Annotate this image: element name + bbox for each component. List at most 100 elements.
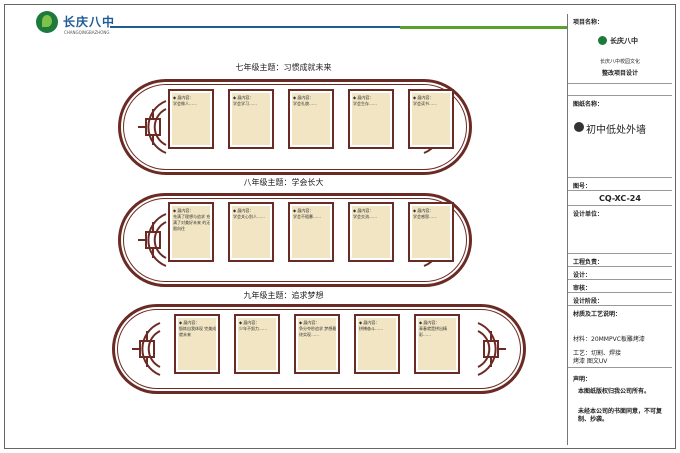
content-card: ◆ 展内容： 学会学习…… xyxy=(228,89,274,149)
card-label: ◆ 展内容： xyxy=(173,95,194,100)
board-outer-frame xyxy=(118,193,472,287)
design-cell: 设计： xyxy=(568,267,672,280)
card-label: ◆ 展内容： xyxy=(419,320,440,325)
header-rule-green xyxy=(400,26,567,29)
header-rule-blue xyxy=(110,26,430,28)
board-inner-frame xyxy=(123,198,467,282)
card-text: 锻炼自我体现 完美成就未来 xyxy=(179,326,217,337)
board-outer-frame xyxy=(112,304,526,394)
card-label: ◆ 展内容： xyxy=(353,95,374,100)
card-text: 学会不粗暴…… xyxy=(293,214,321,219)
section-title: 九年级主题：追求梦想 xyxy=(243,291,324,300)
statement-text-2: 未经本公司的书面同意，不可复制、抄袭。 xyxy=(578,408,663,423)
content-card: ◆ 展内容： 锻炼自我体现 完美成就未来 xyxy=(174,314,220,374)
card-label: ◆ 展内容： xyxy=(413,208,434,213)
content-card: ◆ 展内容： 学会礼貌…… xyxy=(288,89,334,149)
card-label: ◆ 展内容： xyxy=(179,320,200,325)
content-card: ◆ 展内容： 青春就是拼出精彩…… xyxy=(414,314,460,374)
content-card: ◆ 展内容： 少年不努力…… xyxy=(234,314,280,374)
statement-cell: 声明： 本图纸版权归我公司所有。 未经本公司的书面同意，不可复制、抄袭。 xyxy=(568,368,672,445)
card-label: ◆ 展内容： xyxy=(173,208,194,213)
content-card: ◆ 展内容： 学会读书…… xyxy=(408,89,454,149)
drawing-no-label: 图号： xyxy=(573,183,592,190)
content-card: ◆ 展内容： 学会不粗暴…… xyxy=(288,202,334,262)
card-text: 少年不努力…… xyxy=(239,326,267,331)
section-title: 八年级主题：学会长大 xyxy=(243,178,324,187)
card-text: 争分夺秒追求 梦想最终实现…… xyxy=(299,326,337,337)
material-cell: 材质及工艺说明： 材料：20MMPVC板雕烤漆 工艺：切割、焊接烤漆 图文UV xyxy=(568,306,672,368)
card-label: ◆ 展内容： xyxy=(233,95,254,100)
school-name-sub: CHANGQINGBAZHONG xyxy=(64,30,110,35)
stage-label: 设计阶段： xyxy=(573,298,604,305)
board-outer-frame xyxy=(118,79,472,175)
drawing-no: CQ-XC-24 xyxy=(599,194,641,203)
board-grade-9: ◆ 展内容： 锻炼自我体现 完美成就未来 ◆ 展内容： 少年不努力…… ◆ 展内… xyxy=(112,304,526,394)
school-name: 长庆八中 xyxy=(63,15,116,29)
card-label: ◆ 展内容： xyxy=(233,208,254,213)
drawing-name-label: 图纸名称： xyxy=(573,101,604,108)
drawing-name-badge-icon xyxy=(574,122,584,132)
content-card: ◆ 展内容： 学会关心别人…… xyxy=(228,202,274,262)
drawing-no-cell: CQ-XC-24 xyxy=(568,191,672,206)
board-inner-frame xyxy=(123,84,467,170)
card-text: 学会感恩…… xyxy=(413,214,437,219)
card-text: 学会生存…… xyxy=(353,101,377,106)
review-label: 审核： xyxy=(573,285,592,292)
lattice-ornament-left-icon xyxy=(132,322,161,376)
material-label: 材质及工艺说明： xyxy=(573,311,622,318)
card-label: ◆ 展内容： xyxy=(293,208,314,213)
section-title: 七年级主题：习惯成就未来 xyxy=(235,63,332,72)
card-text: 学会关心别人…… xyxy=(233,214,265,219)
card-label: ◆ 展内容： xyxy=(413,95,434,100)
engineer-cell: 工程负责： xyxy=(568,254,672,267)
mini-leaf-logo-icon xyxy=(598,36,607,45)
lattice-ornament-left-icon xyxy=(138,100,167,154)
content-card: ◆ 展内容： 学会交流…… xyxy=(348,202,394,262)
design-label: 设计： xyxy=(573,272,592,279)
board-grade-8: ◆ 展内容： 充满了理想与追求 充满了对美好未来 的无限向往 ◆ 展内容： 学会… xyxy=(118,193,472,287)
card-text: 学会交流…… xyxy=(353,214,377,219)
card-label: ◆ 展内容： xyxy=(359,320,380,325)
statement-text-1: 本图纸版权归我公司所有。 xyxy=(578,388,651,395)
project-name-line2: 整改项目设计 xyxy=(601,70,638,77)
card-label: ◆ 展内容： xyxy=(293,95,314,100)
card-label: ◆ 展内容： xyxy=(353,208,374,213)
drawing-no-label-cell: 图号： xyxy=(568,178,672,191)
stage-cell: 设计阶段： xyxy=(568,293,672,306)
mini-logo-name: 长庆八中 xyxy=(610,37,638,45)
card-text: 拼搏奋斗…… xyxy=(359,326,383,331)
content-card: ◆ 展内容： 学会感恩…… xyxy=(408,202,454,262)
drawing-name-cell: 图纸名称： 初中低处外墙 xyxy=(568,96,672,178)
card-label: ◆ 展内容： xyxy=(239,320,260,325)
card-text: 充满了理想与追求 充满了对美好未来 的无限向往 xyxy=(173,214,211,231)
lattice-ornament-left-icon xyxy=(138,213,167,267)
spacer-cell xyxy=(568,84,672,96)
design-unit-cell: 设计单位： xyxy=(568,206,672,254)
card-label: ◆ 展内容： xyxy=(299,320,320,325)
engineer-label: 工程负责： xyxy=(573,259,604,266)
board-grade-7: ◆ 展内容： 学会做人…… ◆ 展内容： 学会学习…… ◆ 展内容： 学会礼貌…… xyxy=(118,79,472,175)
card-text: 学会学习…… xyxy=(233,101,257,106)
leaf-logo-icon xyxy=(36,11,58,33)
content-card: ◆ 展内容： 学会做人…… xyxy=(168,89,214,149)
card-text: 青春就是拼出精彩…… xyxy=(419,326,447,337)
content-card: ◆ 展内容： 拼搏奋斗…… xyxy=(354,314,400,374)
content-card: ◆ 展内容： 学会生存…… xyxy=(348,89,394,149)
card-text: 学会读书…… xyxy=(413,101,437,106)
content-card: ◆ 展内容： 充满了理想与追求 充满了对美好未来 的无限向往 xyxy=(168,202,214,262)
drawing-name: 初中低处外墙 xyxy=(586,125,646,136)
title-block: 项目名称： 长庆八中 长庆八中校园文化 整改项目设计 图纸名称： 初中低处外墙 … xyxy=(567,14,672,445)
project-name-cell: 项目名称： 长庆八中 长庆八中校园文化 整改项目设计 xyxy=(568,14,672,84)
review-cell: 审核： xyxy=(568,280,672,293)
statement-label: 声明： xyxy=(573,376,592,383)
lattice-ornament-right-icon xyxy=(477,322,506,376)
material-text: 材料：20MMPVC板雕烤漆 xyxy=(573,336,645,343)
drawing-frame xyxy=(4,4,676,449)
project-name-line1: 长庆八中校园文化 xyxy=(599,59,640,65)
craft-text: 工艺：切割、焊接烤漆 图文UV xyxy=(573,350,622,365)
card-text: 学会礼貌…… xyxy=(293,101,317,106)
card-text: 学会做人…… xyxy=(173,101,197,106)
board-inner-frame xyxy=(117,309,521,389)
design-unit-label: 设计单位： xyxy=(573,211,604,218)
project-name-label: 项目名称： xyxy=(573,19,604,26)
